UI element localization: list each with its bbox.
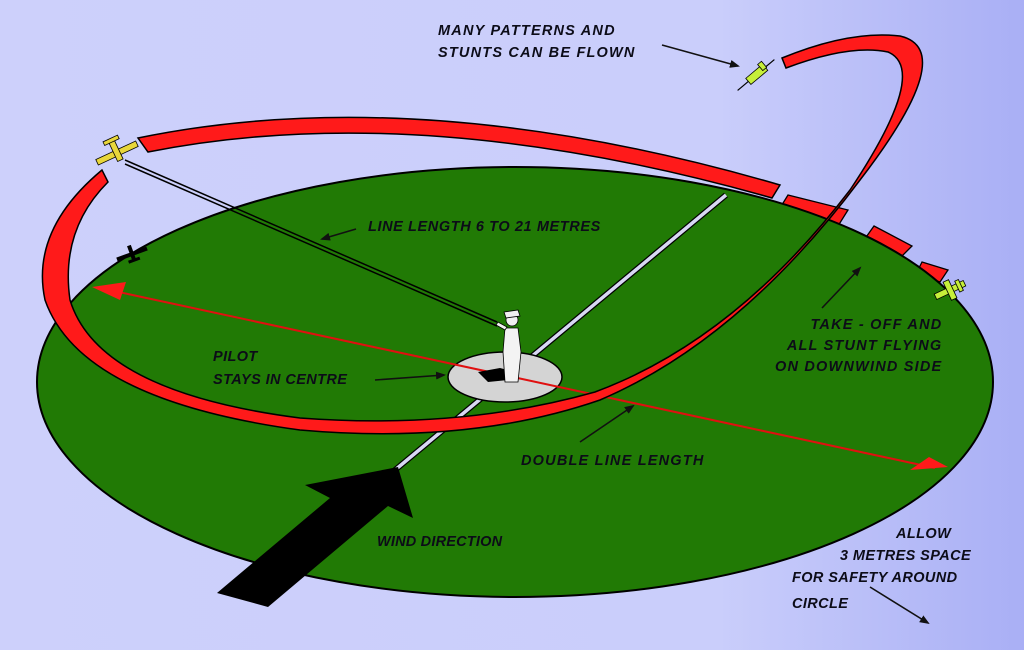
label-patterns-line-2: STUNTS CAN BE FLOWN: [438, 45, 636, 61]
pointer-patterns: [661, 44, 740, 68]
flight-path-back-segment: [136, 116, 782, 199]
label-wind-direction: WIND DIRECTION: [377, 534, 503, 550]
control-line-2: [124, 163, 498, 327]
plane-top-right: [737, 59, 775, 91]
diameter-arrow-head-right: [910, 457, 948, 470]
label-takeoff-line-3: ON DOWNWIND SIDE: [775, 359, 943, 375]
plane-left-silhouette: [116, 244, 148, 264]
pointer-double-line: [579, 404, 635, 443]
plane-right-takeoff: [933, 278, 967, 301]
label-pilot-line-1: PILOT: [213, 349, 258, 365]
label-safety-line-4: CIRCLE: [792, 596, 849, 612]
label-safety-line-1: ALLOW: [896, 526, 952, 542]
plane-top-left: [95, 134, 139, 166]
label-safety: ALLOW 3 METRES SPACE FOR SAFETY AROUND C…: [792, 523, 971, 615]
label-takeoff-line-2: ALL STUNT FLYING: [786, 338, 943, 354]
label-patterns-line-1: MANY PATTERNS AND: [438, 23, 616, 39]
label-patterns: MANY PATTERNS AND STUNTS CAN BE FLOWN: [438, 20, 636, 64]
label-line-length: LINE LENGTH 6 TO 21 METRES: [368, 219, 601, 235]
label-safety-line-2: 3 METRES SPACE: [840, 548, 972, 564]
pointer-safety: [869, 586, 930, 625]
pointer-takeoff: [821, 266, 862, 309]
control-line-1: [124, 159, 498, 323]
wind-direction-arrow: [217, 467, 413, 607]
diameter-arrow-head-left: [92, 282, 126, 300]
label-double-line-length: DOUBLE LINE LENGTH: [521, 453, 705, 469]
pilot-figure: [478, 309, 522, 383]
label-takeoff-line-1: TAKE - OFF AND: [810, 317, 943, 333]
pointer-pilot: [374, 371, 446, 381]
label-takeoff: TAKE - OFF AND ALL STUNT FLYING ON DOWNW…: [775, 315, 942, 378]
flight-path-front-loop: [41, 34, 924, 435]
label-pilot: PILOT STAYS IN CENTRE: [213, 346, 347, 392]
label-pilot-line-2: STAYS IN CENTRE: [213, 372, 348, 388]
label-safety-line-3: FOR SAFETY AROUND: [792, 570, 958, 586]
pointer-line-length: [320, 228, 357, 241]
